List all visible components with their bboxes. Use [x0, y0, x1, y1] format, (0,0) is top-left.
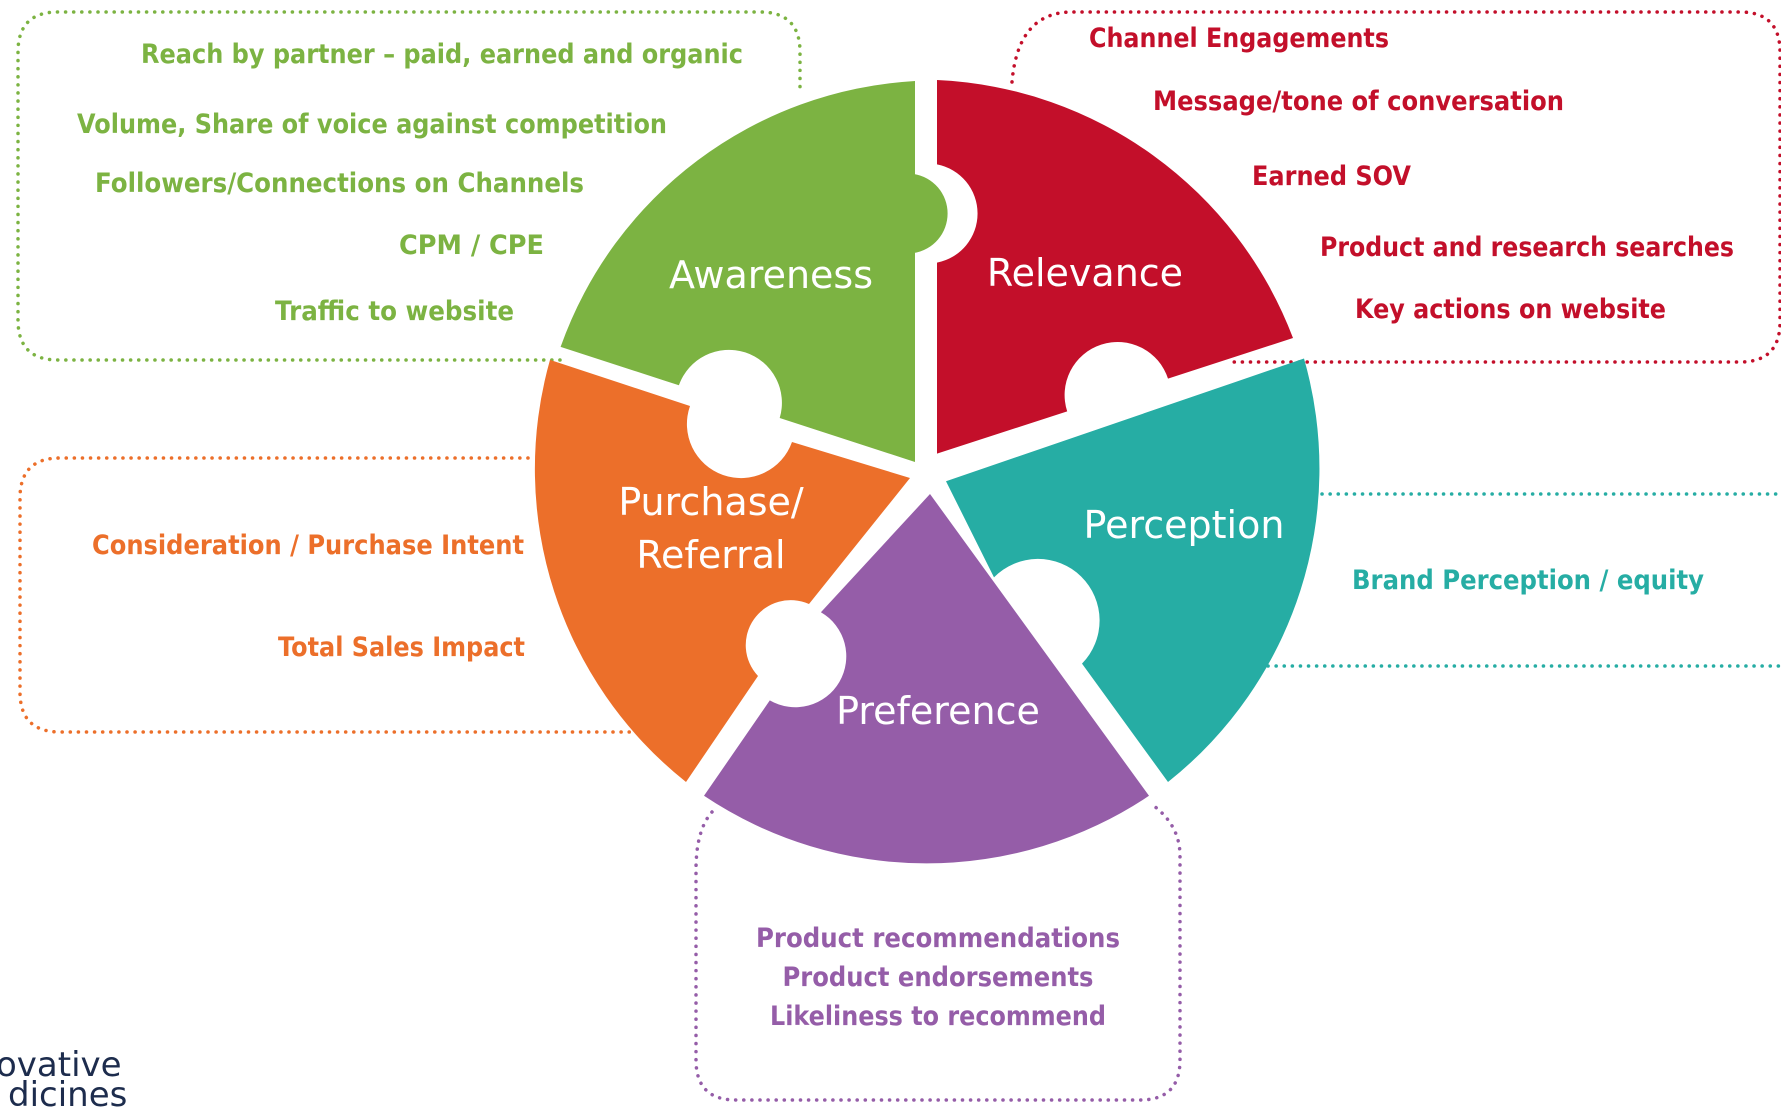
awareness-label: Awareness — [669, 253, 873, 297]
awareness-metric: Followers/Connections on Channels — [95, 168, 584, 199]
preference-metric: Product endorsements — [783, 962, 1094, 993]
purchase-segment — [534, 359, 910, 782]
preference-metric: Product recommendations — [756, 923, 1120, 954]
purchase-label-line1: Purchase/ — [618, 480, 804, 524]
purchase-metric: Total Sales Impact — [278, 632, 525, 663]
brand-logo: ovative dicines — [0, 1045, 127, 1108]
logo-line2: dicines — [8, 1075, 127, 1108]
awareness-metric: Reach by partner – paid, earned and orga… — [141, 39, 743, 70]
awareness-metric: CPM / CPE — [399, 230, 544, 261]
relevance-metric: Message/tone of conversation — [1153, 86, 1564, 117]
preference-segment — [704, 494, 1149, 864]
purchase-callout-box — [18, 456, 634, 734]
awareness-metric: Traffic to website — [275, 296, 514, 327]
preference-metric: Likeliness to recommend — [770, 1001, 1106, 1032]
awareness-callout-box — [16, 10, 802, 362]
logo-line1: ovative — [0, 1045, 122, 1085]
preference-callout-box — [694, 804, 1182, 1102]
awareness-segment — [560, 81, 948, 462]
perception-callout-box — [1266, 492, 1781, 668]
relevance-metric: Channel Engagements — [1089, 23, 1389, 54]
purchase-metric: Consideration / Purchase Intent — [92, 530, 524, 561]
relevance-metric: Earned SOV — [1252, 161, 1411, 192]
perception-segment — [946, 358, 1320, 782]
relevance-segment — [937, 80, 1293, 454]
preference-label: Preference — [836, 689, 1040, 733]
purchase-label-line2: Referral — [636, 533, 785, 577]
relevance-label: Relevance — [987, 251, 1183, 295]
awareness-metric: Volume, Share of voice against competiti… — [77, 109, 667, 140]
perception-label: Perception — [1084, 503, 1285, 547]
perception-metric: Brand Perception / equity — [1352, 565, 1704, 596]
relevance-callout-box — [1010, 10, 1781, 364]
relevance-metric: Product and research searches — [1320, 232, 1734, 263]
relevance-metric: Key actions on website — [1355, 294, 1666, 325]
